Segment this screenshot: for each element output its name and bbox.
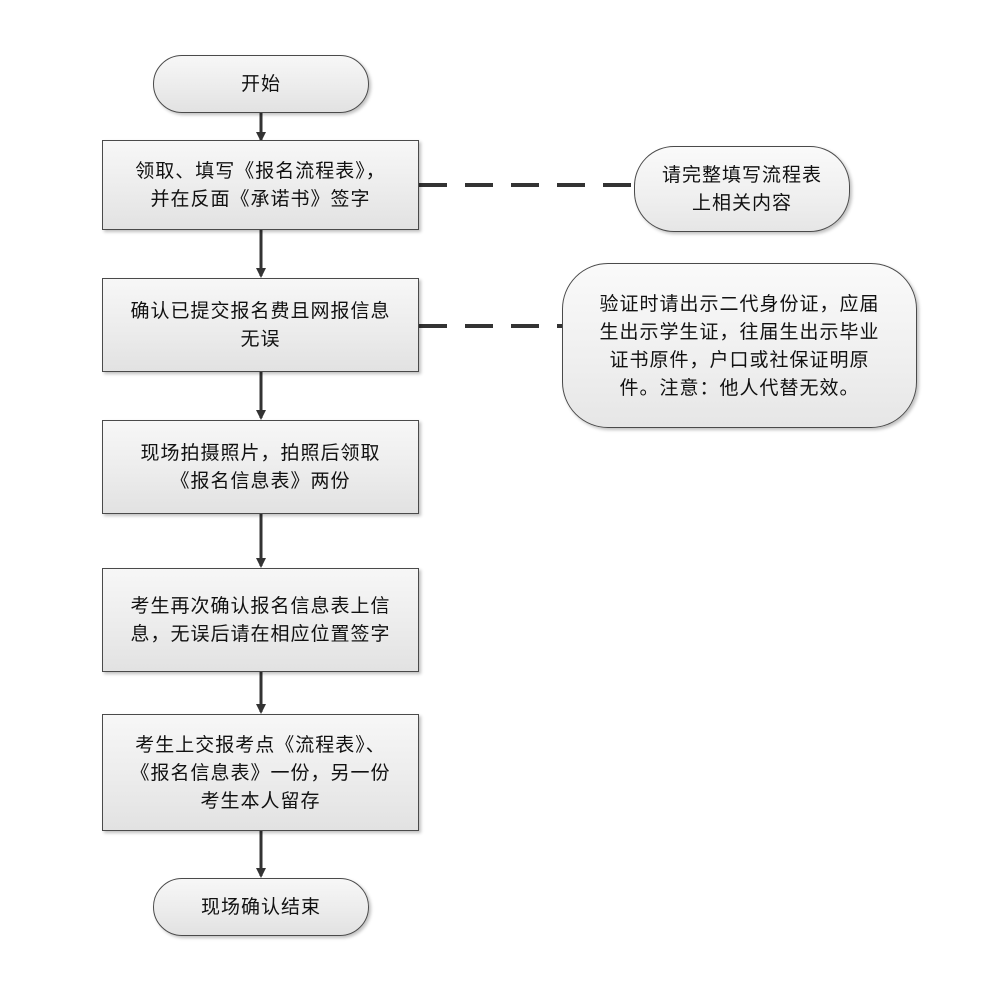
note-id-verification-text: 验证时请出示二代身份证，应届 生出示学生证，往届生出示毕业 证书原件，户口或社保… [599, 292, 880, 399]
note-fill-form-text: 请完整填写流程表 上相关内容 [661, 164, 822, 214]
end-label: 现场确认结束 [200, 896, 321, 918]
note-id-verification: 验证时请出示二代身份证，应届 生出示学生证，往届生出示毕业 证书原件，户口或社保… [562, 263, 917, 428]
start-terminal: 开始 [153, 55, 369, 113]
step-4-box: 考生再次确认报名信息表上信 息，无误后请在相应位置签字 [102, 568, 419, 672]
note-fill-form: 请完整填写流程表 上相关内容 [634, 146, 850, 232]
step-2-box: 确认已提交报名费且网报信息 无误 [102, 278, 419, 372]
step-5-box: 考生上交报考点《流程表》、 《报名信息表》一份，另一份 考生本人留存 [102, 714, 419, 831]
step-2-label: 确认已提交报名费且网报信息 无误 [130, 300, 391, 350]
step-5-label: 考生上交报考点《流程表》、 《报名信息表》一份，另一份 考生本人留存 [130, 733, 391, 812]
end-terminal: 现场确认结束 [153, 878, 369, 936]
step-3-label: 现场拍摄照片，拍照后领取 《报名信息表》两份 [140, 442, 381, 492]
start-label: 开始 [240, 73, 281, 95]
step-4-label: 考生再次确认报名信息表上信 息，无误后请在相应位置签字 [130, 595, 391, 645]
step-1-box: 领取、填写《报名流程表》， 并在反面《承诺书》签字 [102, 140, 419, 230]
step-3-box: 现场拍摄照片，拍照后领取 《报名信息表》两份 [102, 420, 419, 514]
step-1-label: 领取、填写《报名流程表》， 并在反面《承诺书》签字 [135, 160, 386, 210]
